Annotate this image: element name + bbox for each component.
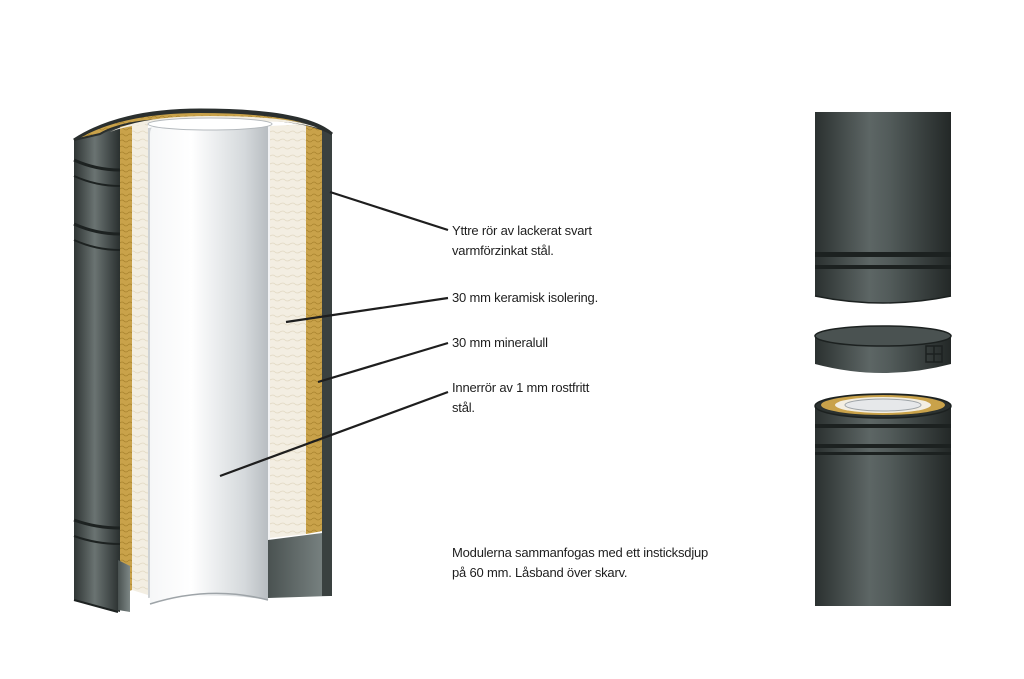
outer-pipe-cut-section <box>118 560 130 612</box>
upper-module-collar <box>815 257 951 267</box>
upper-module-body <box>815 112 951 260</box>
cutaway-chimney <box>73 108 333 613</box>
inner-pipe-opening <box>147 117 273 131</box>
label-outer-pipe: Yttre rör av lackerat svart varmförzinka… <box>452 221 592 261</box>
caption-line2: på 60 mm. Låsband över skarv. <box>452 565 628 580</box>
label-inner-pipe-line2: stål. <box>452 400 475 415</box>
outer-pipe-cut-section <box>268 532 330 598</box>
lower-module-groove <box>815 424 951 428</box>
ceramic-layer <box>132 124 148 595</box>
outer-pipe-groove <box>73 535 121 545</box>
leader-line-outer <box>329 190 449 232</box>
lower-module-groove <box>815 444 951 448</box>
module-assembly <box>814 112 952 606</box>
upper-module-bottom-edge <box>814 295 952 304</box>
lower-module-inner-pipe <box>844 398 922 412</box>
label-mineral-wool: 30 mm mineralull <box>452 333 548 353</box>
outer-pipe-groove <box>73 518 121 530</box>
label-mineral-wool-text: 30 mm mineralull <box>452 335 548 350</box>
label-inner-pipe: Innerrör av 1 mm rostfritt stål. <box>452 378 589 418</box>
lower-module <box>814 393 952 606</box>
upper-module-groove <box>815 252 951 257</box>
label-inner-pipe-line1: Innerrör av 1 mm rostfritt <box>452 380 590 395</box>
outer-pipe-groove <box>73 175 121 187</box>
ceramic-layer <box>270 124 306 538</box>
leader-lines <box>219 190 449 478</box>
locking-band-clamp-icon <box>925 345 943 363</box>
caption: Modulerna sammanfogas med ett insticksdj… <box>452 543 708 583</box>
outer-pipe-groove <box>73 158 121 172</box>
top-rim-edge <box>73 108 333 142</box>
label-ceramic-insulation-text: 30 mm keramisk isolering. <box>452 290 598 305</box>
label-outer-pipe-line2: varmförzinkat stål. <box>452 243 554 258</box>
leader-line-inner <box>219 390 449 478</box>
leader-line-ceramic <box>285 296 449 324</box>
lower-module-body <box>815 408 951 606</box>
inner-pipe <box>150 125 268 605</box>
label-ceramic-insulation: 30 mm keramisk isolering. <box>452 288 598 308</box>
upper-module-spigot <box>815 269 951 303</box>
label-outer-pipe-line1: Yttre rör av lackerat svart <box>452 223 592 238</box>
lower-module-groove <box>815 452 951 455</box>
locking-band <box>814 325 952 373</box>
outer-pipe-wall <box>322 130 332 596</box>
outer-pipe-groove <box>73 239 121 251</box>
mineral-wool-layer <box>120 122 132 594</box>
upper-module-groove <box>815 265 951 269</box>
caption-line1: Modulerna sammanfogas med ett insticksdj… <box>452 545 709 560</box>
leader-line-mineral <box>317 341 449 384</box>
upper-module <box>814 112 952 304</box>
outer-pipe-bottom-edge <box>73 599 119 613</box>
locking-band-top <box>814 325 952 347</box>
inner-pipe-bottom-edge <box>149 592 269 605</box>
outer-pipe-groove <box>73 222 121 236</box>
